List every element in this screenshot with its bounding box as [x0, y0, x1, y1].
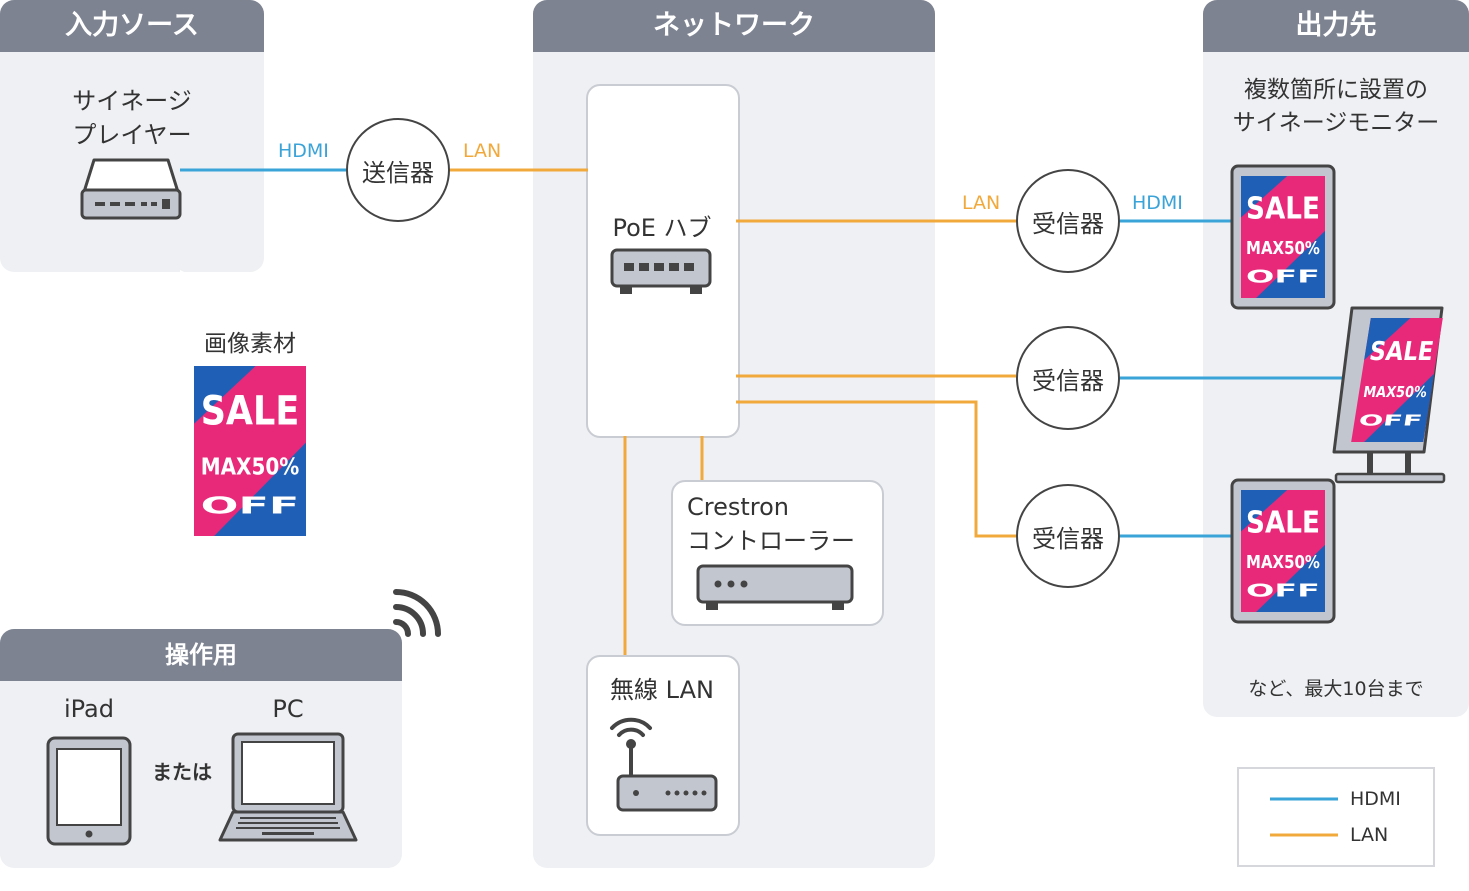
crestron-label: Crestron コントローラー: [687, 490, 855, 558]
signage-player-icon: [80, 158, 182, 220]
signage-player-label-line2: プレイヤー: [72, 121, 192, 149]
crestron-controller-icon: [696, 564, 854, 610]
output-description-line1: 複数箇所に設置の: [1244, 77, 1428, 103]
poster-sale-text: SALE: [1246, 506, 1320, 541]
hdmi-output-label: HDMI: [1132, 192, 1183, 214]
pc-label: PC: [272, 695, 304, 723]
transmitter-node: 送信器: [346, 118, 450, 222]
or-label: または: [152, 760, 212, 784]
control-header: 操作用: [0, 629, 402, 681]
ipad-label: iPad: [63, 695, 114, 723]
poster-max-text: MAX50%: [201, 453, 300, 481]
poe-hub-label: PoE ハブ: [612, 214, 712, 242]
output-description-line2: サイネージモニター: [1232, 110, 1440, 136]
network-header: ネットワーク: [533, 0, 935, 52]
receiver-node-1: 受信器: [1016, 169, 1120, 273]
poster-max-text: MAX50%: [1362, 383, 1428, 401]
crestron-label-line1: Crestron: [687, 493, 790, 521]
lan-output-label: LAN: [962, 192, 1001, 214]
monitor-3-poster: SALE MAX50% OFF: [1241, 490, 1325, 612]
legend-box: [1237, 767, 1435, 867]
poster-max-text: MAX50%: [1246, 239, 1320, 259]
poster-group: SALEMAX50%OFFSALEMAX50%OFFSALEMAX50%OFFS…: [194, 176, 1443, 612]
input-source-panel: 入力ソース: [0, 0, 264, 272]
receiver-node-3: 受信器: [1016, 484, 1120, 588]
poster-off-text: OFF: [1246, 581, 1320, 601]
monitor-2-poster: SALE MAX50% OFF: [1351, 318, 1443, 442]
laptop-icon: [218, 732, 358, 842]
hdmi-input-label: HDMI: [278, 140, 329, 162]
signage-player-label: サイネージ プレイヤー: [40, 84, 224, 152]
lan-line-receiver3: [736, 400, 1016, 538]
poster-sale-text: SALE: [201, 388, 300, 435]
material-poster: SALE MAX50% OFF: [194, 366, 306, 536]
wifi-signal-icon: [393, 589, 441, 637]
poster-off-text: OFF: [1357, 411, 1423, 429]
output-description: 複数箇所に設置の サイネージモニター: [1203, 74, 1469, 140]
input-source-header: 入力ソース: [0, 0, 264, 52]
output-note: など、最大10台まで: [1248, 678, 1424, 700]
poster-off-text: OFF: [201, 492, 300, 520]
crestron-label-line2: コントローラー: [687, 527, 855, 555]
receiver-node-2: 受信器: [1016, 326, 1120, 430]
monitor-1-poster: SALE MAX50% OFF: [1241, 176, 1325, 298]
legend-lan-label: LAN: [1350, 824, 1389, 846]
signage-player-label-line1: サイネージ: [72, 87, 192, 115]
poe-switch-icon: [610, 248, 712, 294]
poster-off-text: OFF: [1246, 267, 1320, 287]
bubble-pointer: [178, 270, 232, 318]
poster-max-text: MAX50%: [1246, 553, 1320, 573]
poster-sale-text: SALE: [1367, 337, 1435, 367]
output-header: 出力先: [1203, 0, 1469, 52]
image-material-label: 画像素材: [204, 331, 296, 357]
poster-sale-text: SALE: [1246, 192, 1320, 227]
wireless-lan-label: 無線 LAN: [610, 676, 714, 704]
lan-input-label: LAN: [463, 140, 502, 162]
wireless-router-icon: [610, 717, 718, 812]
ipad-icon: [46, 736, 132, 846]
legend-hdmi-label: HDMI: [1350, 788, 1401, 810]
